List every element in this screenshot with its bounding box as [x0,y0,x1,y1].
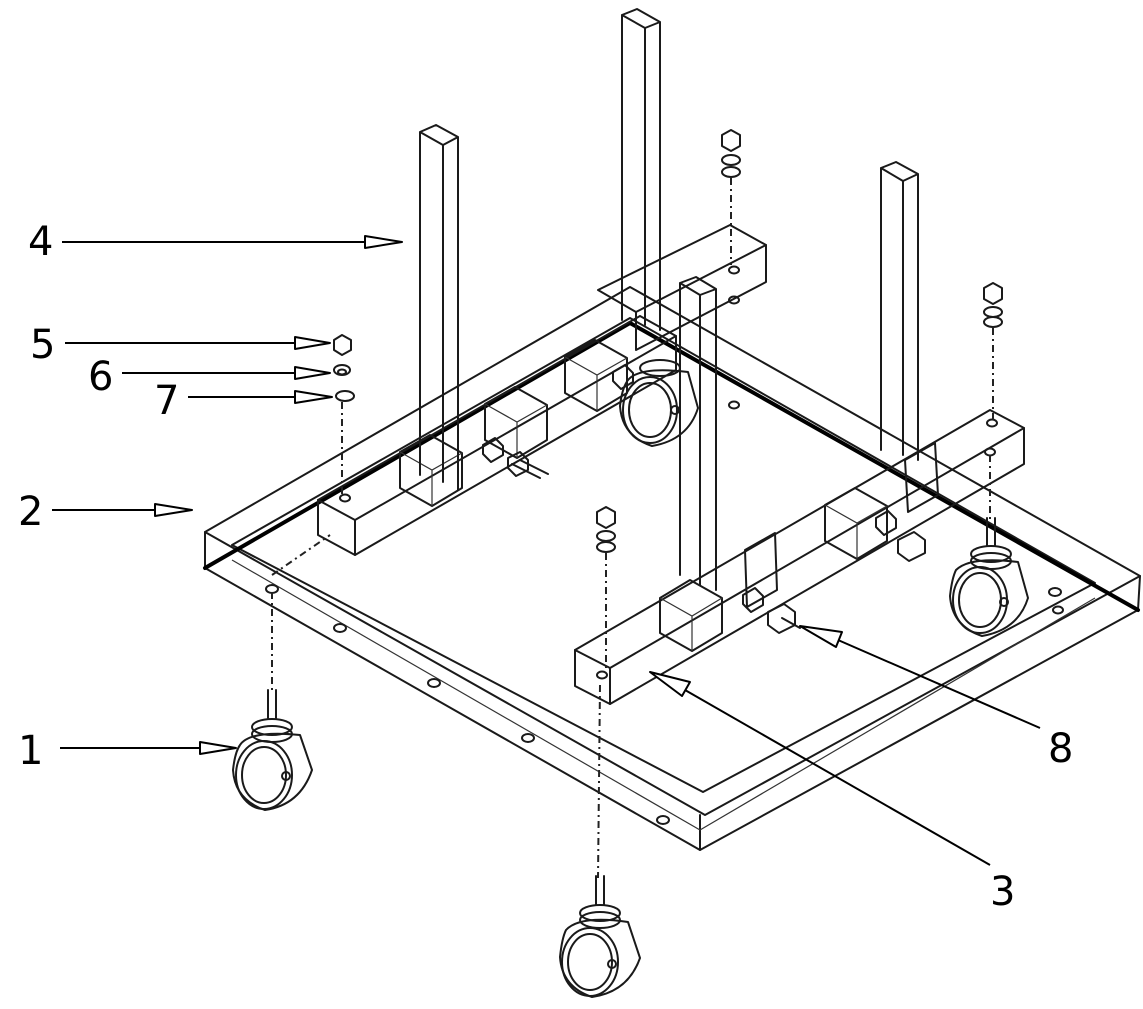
callout-4: 4 [28,219,53,265]
callout-5: 5 [30,322,55,368]
caster-rear [619,359,699,447]
base-frame [203,286,1141,851]
vertical-posts [419,8,919,591]
rim-bolt-holes [265,400,1064,825]
caster-left [232,689,313,811]
callout-3: 3 [990,869,1015,915]
assembly-axes [271,178,994,879]
caster-bottom [559,875,641,998]
caster-right [949,517,1029,637]
callout-1: 1 [18,728,43,774]
leader-arrows [52,235,1041,866]
caster-wheels [232,359,1029,998]
callout-2: 2 [18,489,43,535]
bolts [482,364,926,634]
callout-8: 8 [1048,726,1073,772]
callout-7: 7 [154,378,179,424]
callout-labels: 4 5 6 7 2 1 3 8 [18,219,1073,915]
hardware-stacks [333,129,1003,553]
cross-member [574,224,1025,705]
left-rail [317,315,677,556]
callout-6: 6 [88,354,113,400]
